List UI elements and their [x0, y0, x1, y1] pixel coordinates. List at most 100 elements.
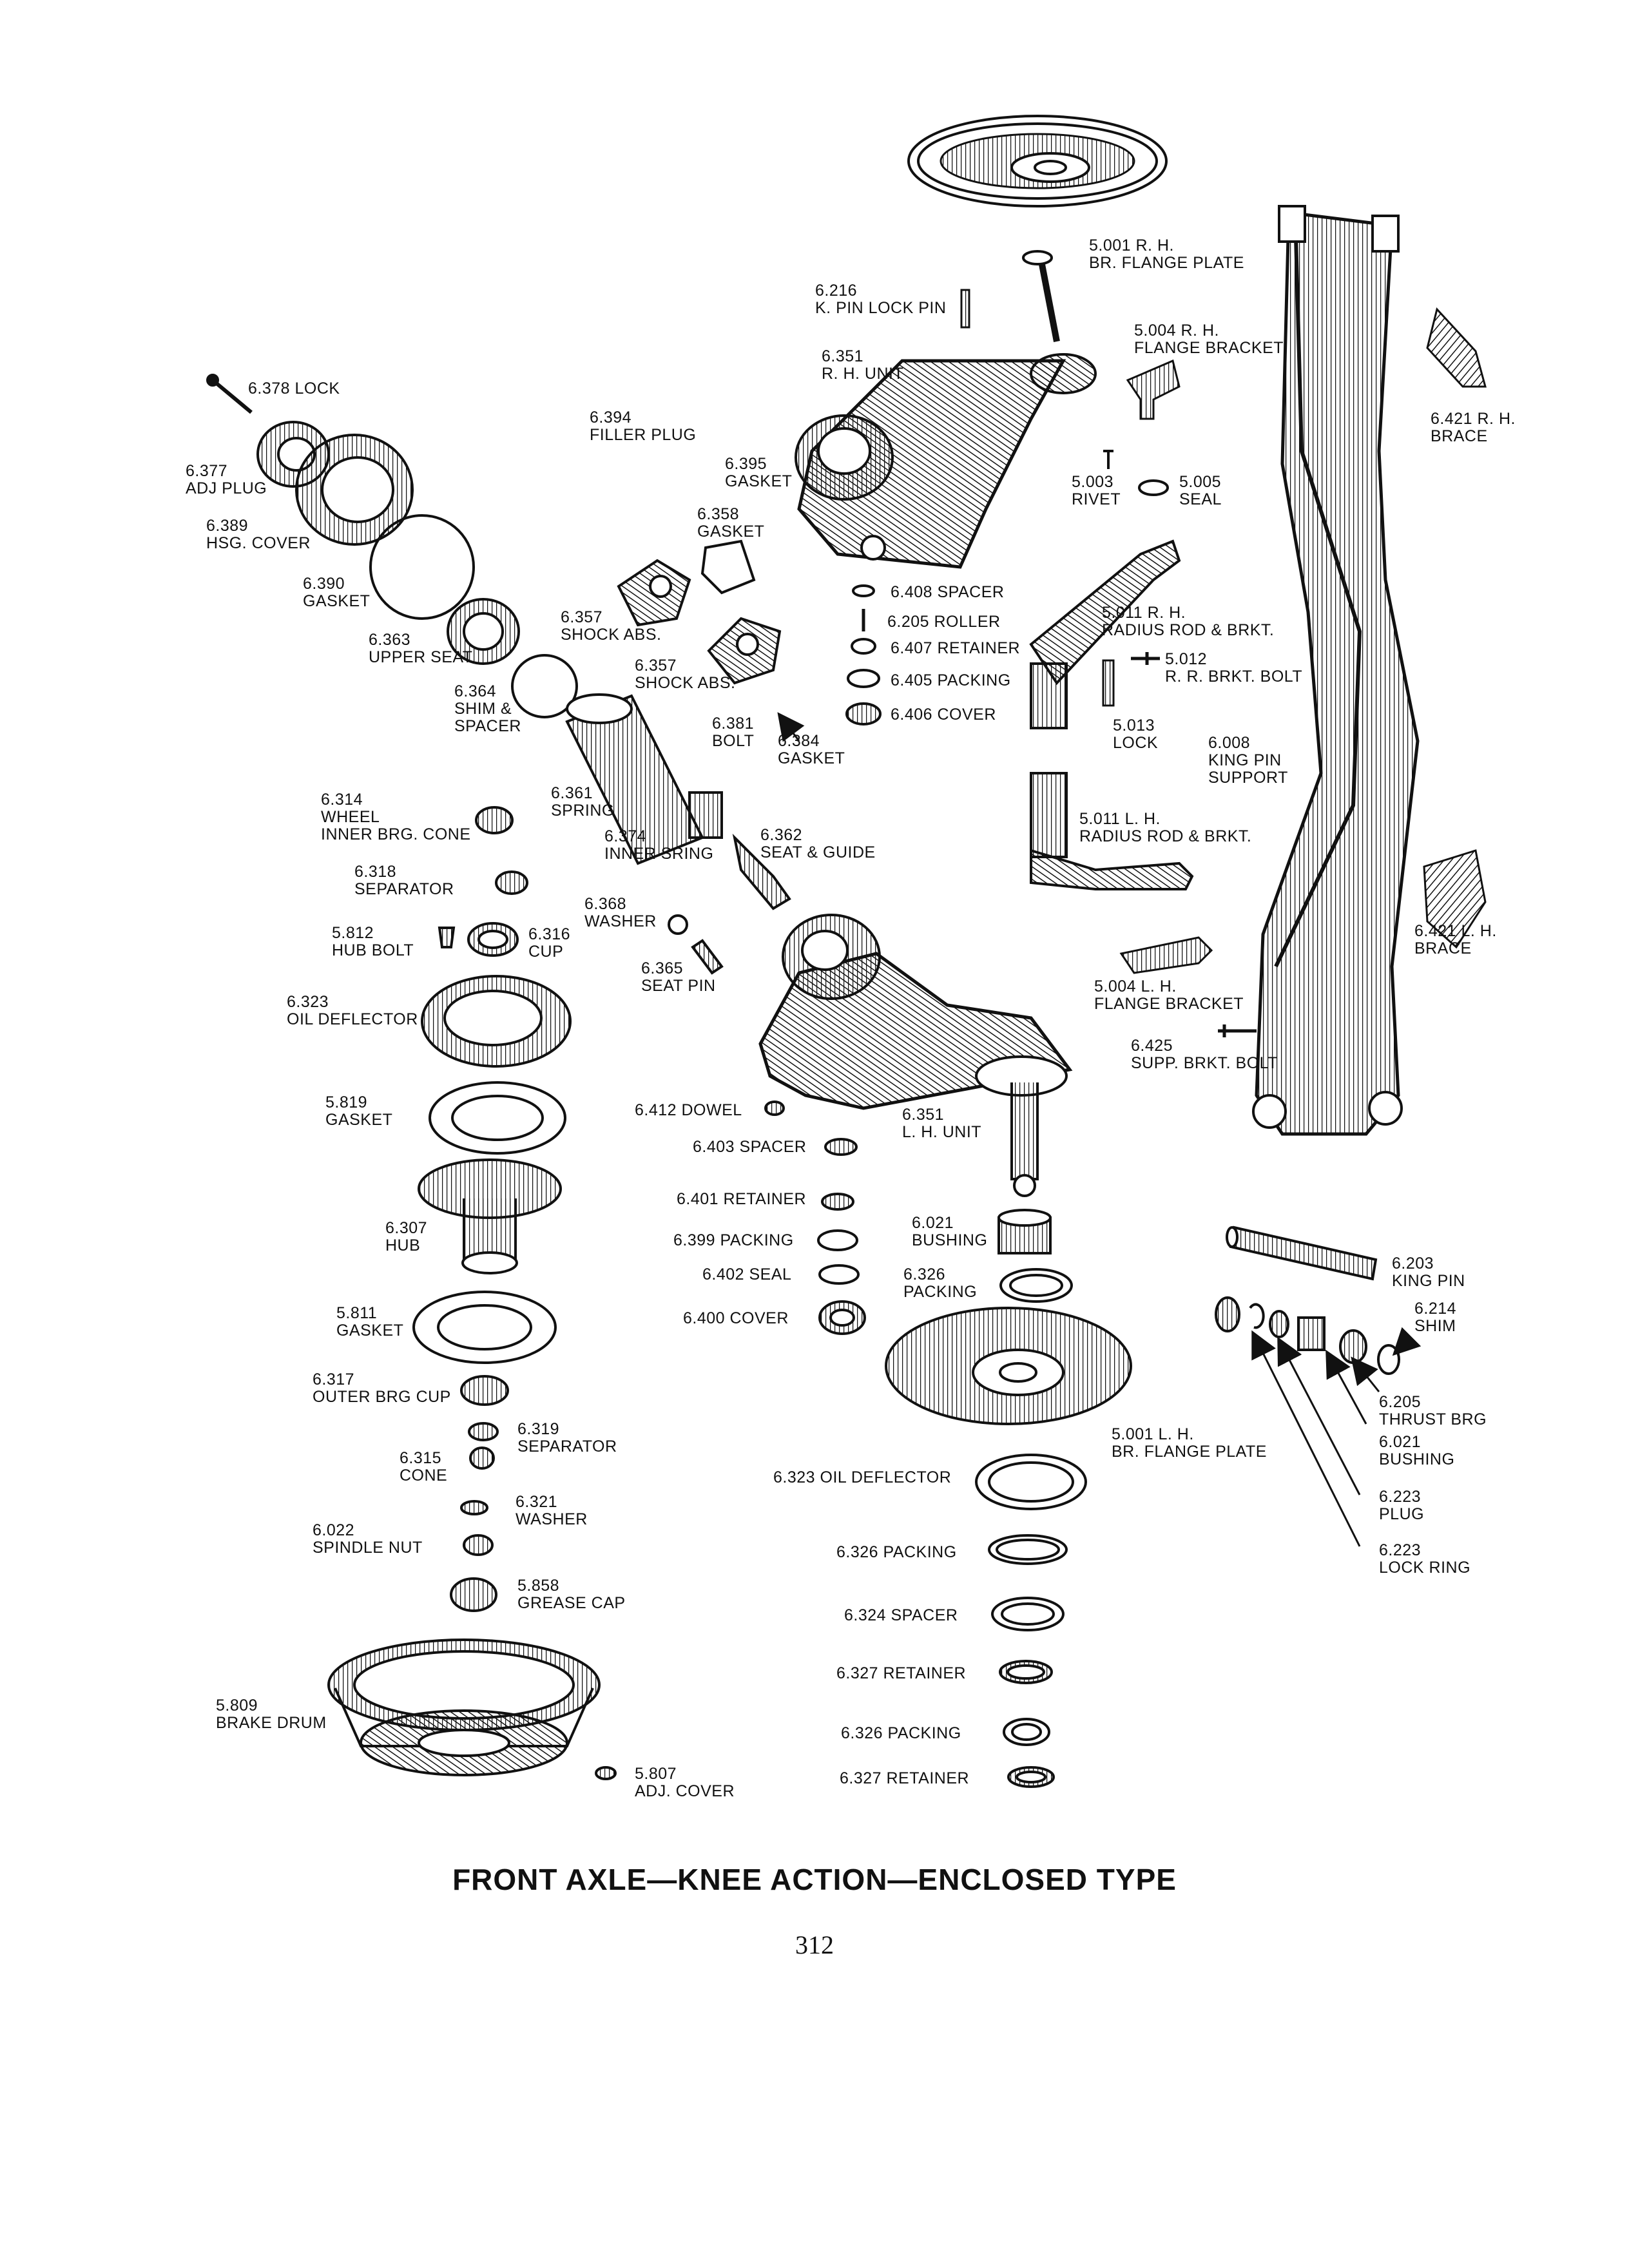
label-line: 6.421 L. H. [1414, 922, 1497, 940]
gasket-ring-drawing [369, 514, 475, 620]
label-rh-radius-rod: 5.011 R. H.RADIUS ROD & BRKT. [1102, 604, 1274, 639]
seat-guide-drawing [732, 833, 791, 910]
outer-cup-drawing [460, 1375, 509, 1406]
label-line: 6.406 COVER [891, 706, 996, 724]
inner-spring-drawing [688, 791, 723, 839]
label-line: 6.368 [584, 895, 627, 913]
label-retainer-6401: 6.401 RETAINER [677, 1191, 806, 1208]
label-line: 6.324 SPACER [844, 1606, 958, 1624]
spindle-nut-drawing [463, 1534, 494, 1556]
label-line: 6.223 [1379, 1488, 1422, 1506]
label-line: SEAT & GUIDE [760, 843, 876, 861]
label-line: 6.214 [1414, 1300, 1457, 1318]
label-line: 5.004 L. H. [1094, 977, 1177, 995]
king-pin-drawing [1226, 1225, 1378, 1281]
label-line: BR. FLANGE PLATE [1112, 1443, 1267, 1461]
label-line: 6.361 [551, 784, 593, 802]
packing-326-drawing [999, 1268, 1073, 1303]
lock-key-drawing [206, 374, 253, 414]
separator-318-drawing [495, 870, 528, 895]
label-line: LOCK [1113, 734, 1159, 752]
label-roller: 6.205 ROLLER [887, 613, 1001, 631]
label-line: 6.407 RETAINER [891, 639, 1021, 657]
label-line: 5.003 [1072, 473, 1114, 491]
label-line: 6.421 R. H. [1431, 410, 1516, 428]
label-line: 6.203 [1392, 1254, 1434, 1273]
label-retainer-6327a: 6.327 RETAINER [836, 1665, 966, 1682]
label-line: 6.216 [815, 282, 858, 300]
label-line: ADJ PLUG [186, 479, 267, 497]
retainer-407-drawing [851, 638, 876, 655]
rh-flange-plate-drawing [907, 115, 1168, 207]
label-packing-6326b: 6.326 PACKING [836, 1544, 957, 1561]
hub-drawing [418, 1158, 562, 1274]
packing-405-drawing [847, 669, 880, 688]
label-line: 6.357 [561, 608, 603, 626]
label-cover-6406: 6.406 COVER [891, 706, 996, 724]
label-line: 6.362 [760, 826, 803, 844]
label-line: 5.001 L. H. [1112, 1425, 1194, 1443]
label-line: 5.809 [216, 1696, 258, 1715]
label-line: KING PIN [1208, 751, 1282, 769]
label-line: 5.012 [1165, 650, 1208, 668]
label-line: SPACER [454, 717, 521, 735]
label-line: THRUST BRG [1379, 1410, 1487, 1428]
label-line: BRACE [1431, 427, 1488, 445]
retainer-327a-drawing [999, 1660, 1053, 1684]
label-line: SEPARATOR [354, 880, 454, 898]
label-line: 6.323 [287, 993, 329, 1011]
rr-bracket-bolt-drawing [1131, 652, 1160, 665]
rh-flange-bracket-drawing [1126, 359, 1181, 420]
spacer-408-drawing [852, 584, 875, 597]
label-line: SPINDLE NUT [313, 1539, 423, 1557]
washer-drawing [668, 914, 688, 935]
label-line: 6.223 [1379, 1541, 1422, 1559]
label-line: 6.351 [902, 1106, 945, 1124]
cover-406-drawing [845, 702, 882, 726]
lh-flange-bracket-drawing [1119, 936, 1213, 974]
label-lh-radius-rod: 5.011 L. H.RADIUS ROD & BRKT. [1079, 811, 1251, 845]
label-line: GASKET [336, 1321, 404, 1340]
label-line: 6.401 RETAINER [677, 1190, 807, 1208]
lh-brace-drawing [1423, 849, 1487, 949]
inner-cone-drawing [475, 806, 514, 834]
label-line: 6.327 RETAINER [836, 1664, 967, 1682]
label-line: 5.005 [1179, 473, 1222, 491]
label-line: 6.395 [725, 455, 767, 473]
rh-radius-rod-drawing [1029, 539, 1181, 729]
label-oil-deflector-2: 6.323 OIL DEFLECTOR [773, 1469, 951, 1486]
label-line: 6.390 [303, 575, 345, 593]
hub-bolt-drawing [438, 927, 456, 948]
label-line: 6.351 [822, 347, 864, 365]
axle-beam-drawing [1252, 205, 1420, 1136]
page-number: 312 [795, 1930, 834, 1959]
label-line: UPPER SEAT [369, 648, 473, 666]
label-line: PLUG [1379, 1505, 1425, 1523]
label-line: 6.412 DOWEL [635, 1101, 742, 1119]
lh-radius-rod-drawing [1030, 772, 1194, 890]
label-line: GASKET [697, 523, 765, 541]
label-lock-6378: 6.378 LOCK [248, 380, 340, 398]
label-line: 6.326 [903, 1265, 946, 1283]
